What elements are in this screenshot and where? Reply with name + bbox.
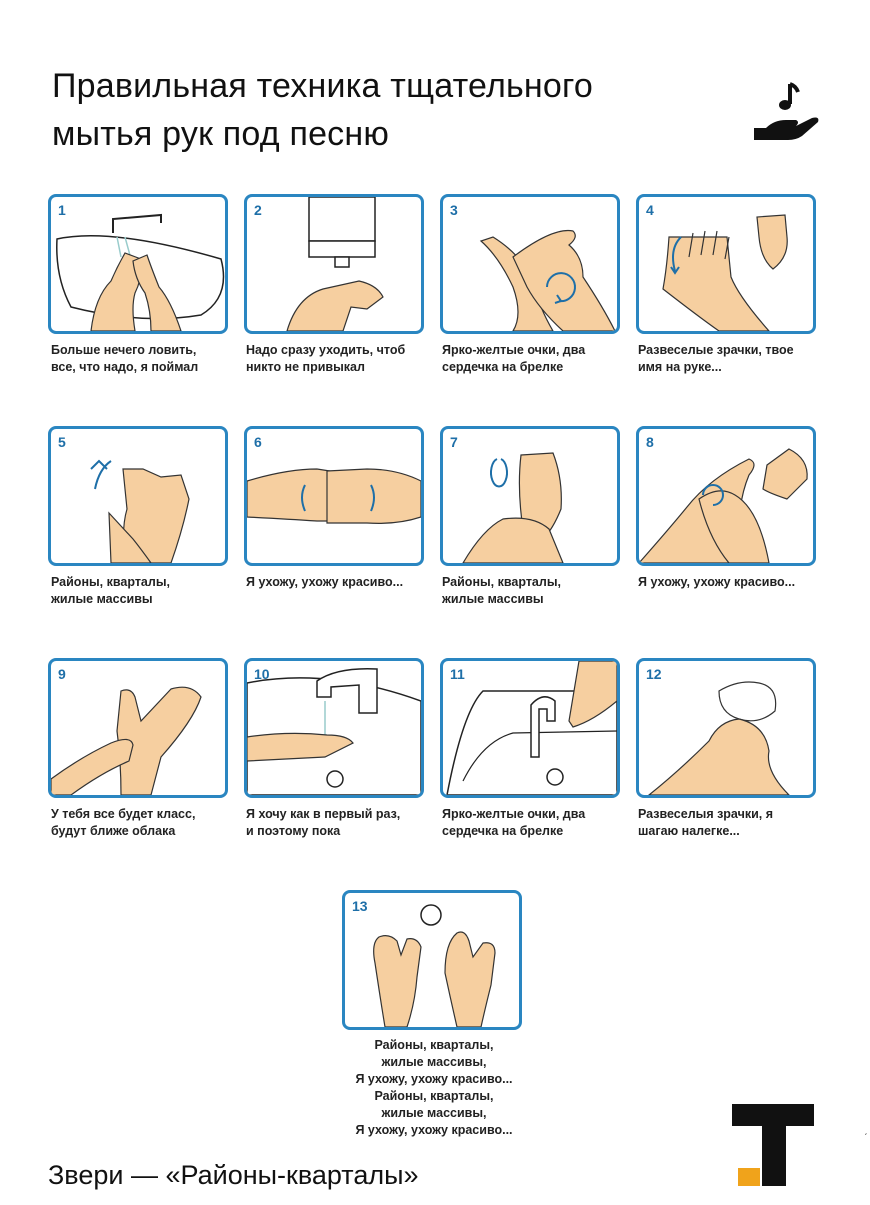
page-title-line-1: Правильная техника тщательного <box>52 67 593 105</box>
wrist-rubbing-icon <box>51 686 202 795</box>
step-number: 7 <box>450 434 458 450</box>
step-card-7: 7 <box>440 426 620 566</box>
step-caption-6: Я ухожу, ухожу красиво... <box>246 574 436 591</box>
step-card-2: 2 <box>244 194 424 334</box>
step-number: 12 <box>646 666 662 682</box>
wet-hands-under-tap-icon <box>56 213 225 331</box>
step-caption-1: Больше нечего ловить, все, что надо, я п… <box>51 342 241 376</box>
step-number: 10 <box>254 666 270 682</box>
caption-line: сердечка на брелке <box>442 360 564 374</box>
step-caption-7: Районы, кварталы, жилые массивы <box>442 574 632 608</box>
soap-dispenser-icon <box>286 197 384 331</box>
step-caption-8: Я ухожу, ухожу красиво... <box>638 574 828 591</box>
clean-hands-icon <box>373 904 496 1027</box>
caption-line: жилые массивы <box>51 592 153 606</box>
dry-with-towel-icon <box>648 681 790 795</box>
step-card-9: 9 <box>48 658 228 798</box>
caption-line: Районы, кварталы, <box>374 1038 494 1052</box>
caption-line: имя на руке... <box>638 360 722 374</box>
rinse-hands-icon <box>247 668 421 795</box>
hand-with-music-note-icon <box>754 82 819 140</box>
caption-line: Больше нечего ловить, <box>51 343 197 357</box>
corner-mark: ˏ <box>864 1125 868 1136</box>
caption-line: и поэтому пока <box>246 824 341 838</box>
caption-line: сердечка на брелке <box>442 824 564 838</box>
step-number: 3 <box>450 202 458 218</box>
caption-line: Я ухожу, ухожу красиво... <box>246 575 404 589</box>
locked-fingers-icon <box>247 468 421 524</box>
palm-to-palm-icon <box>479 229 616 331</box>
step-caption-5: Районы, кварталы, жилые массивы <box>51 574 241 608</box>
song-title: Звери — «Районы-кварталы» <box>48 1160 419 1190</box>
step-number: 1 <box>58 202 66 218</box>
caption-line: будут ближе облака <box>51 824 176 838</box>
step-number: 5 <box>58 434 66 450</box>
turn-off-tap-icon <box>446 661 617 795</box>
caption-line: Я ухожу, ухожу красиво... <box>638 575 796 589</box>
step-number: 4 <box>646 202 654 218</box>
step-card-5: 5 <box>48 426 228 566</box>
caption-line: Развеселые зрачки, твое <box>638 343 794 357</box>
caption-line: жилые массивы <box>442 592 544 606</box>
step-card-10: 10 <box>244 658 424 798</box>
caption-line: Я ухожу, ухожу красиво... <box>355 1123 513 1137</box>
step-card-3: 3 <box>440 194 620 334</box>
caption-line: Я ухожу, ухожу красиво... <box>355 1072 513 1086</box>
step-caption-2: Надо сразу уходить, чтоб никто не привык… <box>246 342 436 376</box>
caption-line: все, что надо, я поймал <box>51 360 199 374</box>
step-number: 8 <box>646 434 654 450</box>
step-caption-3: Ярко-желтые очки, два сердечка на брелке <box>442 342 632 376</box>
step-caption-4: Развеселые зрачки, твое имя на руке... <box>638 342 828 376</box>
caption-line: У тебя все будет класс, <box>51 807 196 821</box>
back-of-hands-icon <box>662 214 788 331</box>
step-caption-12: Развеселыя зрачки, я шагаю налегке... <box>638 806 828 840</box>
step-number: 11 <box>450 666 465 682</box>
step-number: 13 <box>352 898 368 914</box>
step-card-13: 13 <box>342 890 522 1030</box>
page-title: Правильная техника тщательного мытья рук… <box>52 62 712 158</box>
step-card-1: 1 <box>48 194 228 334</box>
caption-line: никто не привыкал <box>246 360 365 374</box>
caption-line: Районы, кварталы, <box>374 1089 494 1103</box>
caption-line: жилые массивы, <box>381 1106 487 1120</box>
step-card-11: 11 <box>440 658 620 798</box>
caption-line: Районы, кварталы, <box>442 575 561 589</box>
step-number: 9 <box>58 666 66 682</box>
caption-line: Развеселыя зрачки, я <box>638 807 774 821</box>
step-number: 6 <box>254 434 262 450</box>
step-card-4: 4 <box>636 194 816 334</box>
step-caption-9: У тебя все будет класс, будут ближе обла… <box>51 806 241 840</box>
caption-line: Надо сразу уходить, чтоб <box>246 343 406 357</box>
caption-line: жилые массивы, <box>381 1055 487 1069</box>
step-caption-13: Районы, кварталы, жилые массивы, Я ухожу… <box>314 1037 554 1139</box>
caption-line: Ярко-желтые очки, два <box>442 343 586 357</box>
step-caption-10: Я хочу как в первый раз, и поэтому пока <box>246 806 436 840</box>
step-card-8: 8 <box>636 426 816 566</box>
page-title-line-2: мытья рук под песню <box>52 115 390 153</box>
step-caption-11: Ярко-желтые очки, два сердечка на брелке <box>442 806 632 840</box>
step-card-12: 12 <box>636 658 816 798</box>
caption-line: Ярко-желтые очки, два <box>442 807 586 821</box>
fingertips-in-palm-icon <box>639 448 808 563</box>
step-number: 2 <box>254 202 262 218</box>
publisher-logo-icon <box>732 1104 814 1186</box>
step-card-6: 6 <box>244 426 424 566</box>
caption-line: Районы, кварталы, <box>51 575 170 589</box>
interlaced-fingers-icon <box>90 459 190 563</box>
caption-line: шагаю налегке... <box>638 824 740 838</box>
caption-line: Я хочу как в первый раз, <box>246 807 401 821</box>
thumb-rotation-icon <box>462 452 564 563</box>
